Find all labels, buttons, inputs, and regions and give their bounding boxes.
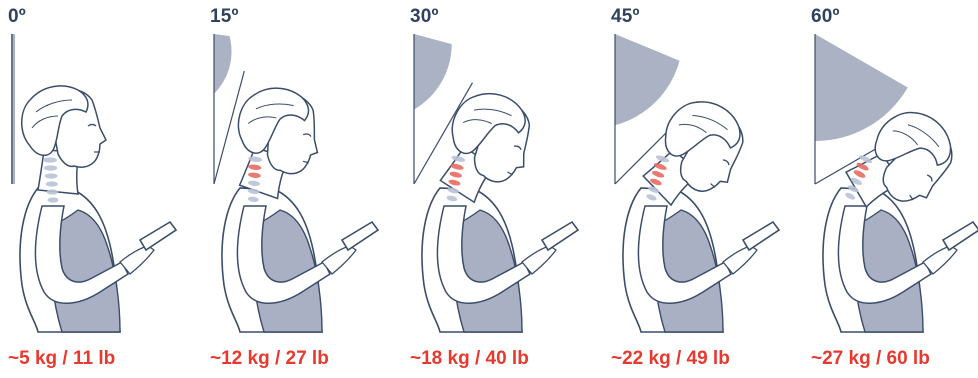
load-label-45: ~22 kg / 49 lb [611, 348, 730, 370]
posture-figure-45 [611, 0, 807, 378]
vertebra [43, 157, 57, 162]
tilt-wedge [214, 34, 232, 94]
vertebra [48, 197, 59, 202]
posture-figure-15 [210, 0, 406, 378]
posture-figure-60 [811, 0, 978, 378]
posture-figure-0 [8, 0, 204, 378]
torso [422, 188, 578, 332]
torso [20, 188, 176, 332]
angle-label-0: 0º [8, 6, 26, 28]
phone [140, 222, 176, 250]
load-label-60: ~27 kg / 60 lb [811, 348, 930, 370]
posture-panel-60: 60º ~27 kg / 60 lb [811, 0, 978, 378]
angle-label-45: 45º [611, 6, 640, 28]
head-group [22, 86, 106, 194]
load-label-15: ~12 kg / 27 lb [210, 348, 329, 370]
vertebra [44, 165, 57, 170]
posture-panel-15: 15º ~12 kg / 27 lb [210, 0, 406, 378]
torso [823, 188, 978, 332]
angle-label-60: 60º [811, 6, 840, 28]
load-label-30: ~18 kg / 40 lb [410, 348, 529, 370]
head-group [223, 80, 330, 205]
torso [623, 188, 779, 332]
phone [342, 222, 378, 250]
angle-label-15: 15º [210, 6, 239, 28]
phone [542, 222, 578, 250]
load-label-0: ~5 kg / 11 lb [8, 348, 115, 370]
phone [743, 222, 779, 250]
posture-panel-0: 0º ~5 kg / 11 lb [8, 0, 204, 378]
posture-panel-30: 30º ~18 kg / 40 lb [410, 0, 606, 378]
vertebra [47, 189, 59, 194]
phone [943, 222, 978, 250]
vertebra [46, 181, 58, 186]
tilt-wedge [414, 34, 452, 110]
tilt-wedge [615, 34, 680, 125]
posture-figure-30 [410, 0, 606, 378]
posture-panel-45: 45º ~22 kg / 49 lb [611, 0, 807, 378]
torso [222, 188, 378, 332]
angle-label-30: 30º [410, 6, 439, 28]
vertebra [45, 173, 58, 178]
